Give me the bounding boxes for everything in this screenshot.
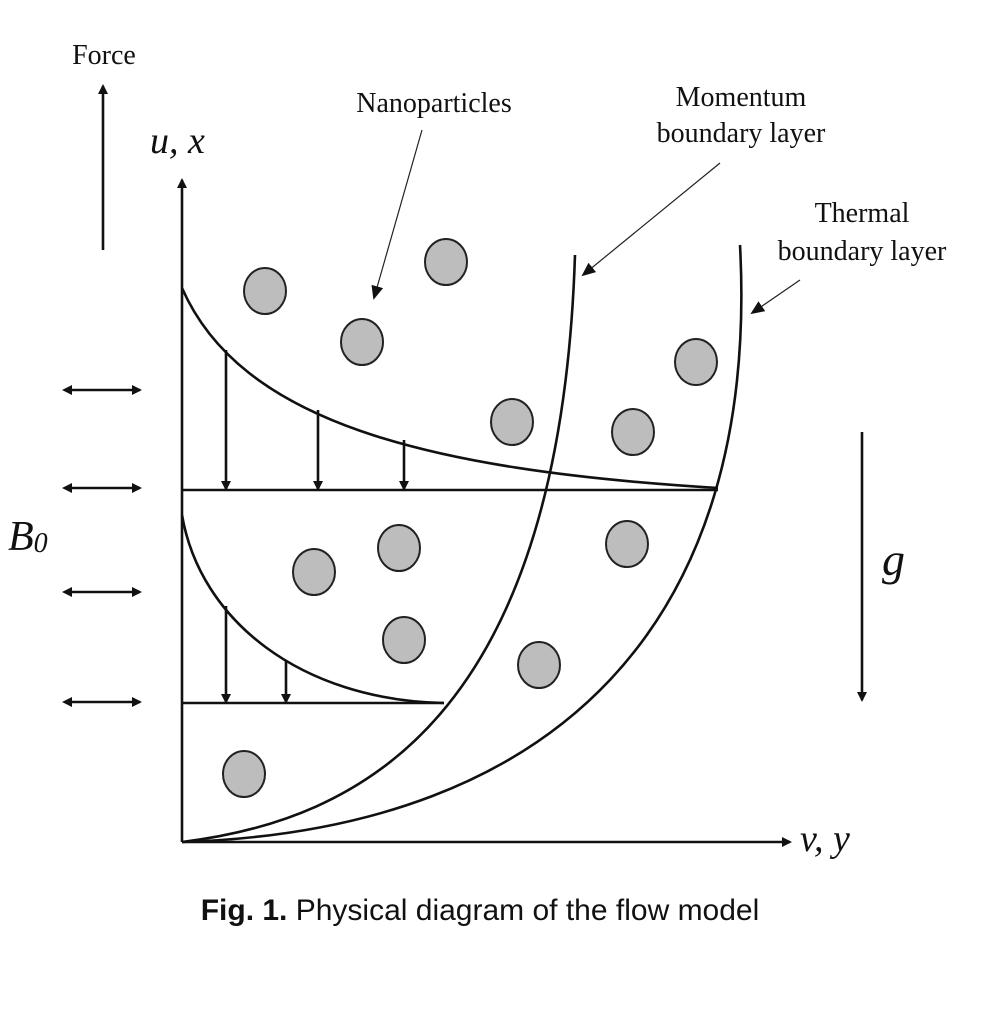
nanoparticle	[292, 548, 336, 596]
figure-caption: Fig. 1. Physical diagram of the flow mod…	[201, 894, 760, 927]
nanoparticles-label: Nanoparticles	[356, 88, 512, 119]
momentum-label-line1: Momentum	[676, 82, 807, 113]
nanoparticle	[340, 318, 384, 366]
lower-velocity-profile	[180, 514, 445, 705]
thermal-pointer	[750, 279, 801, 315]
momentum-pointer	[581, 162, 721, 277]
nanoparticle	[605, 520, 649, 568]
u-x-axis-label: u, x	[150, 120, 205, 162]
nanoparticle	[382, 616, 426, 664]
momentum-boundary-layer-curve	[181, 254, 577, 844]
thermal-label-line1: Thermal	[815, 198, 910, 229]
caption-prefix: Fig. 1.	[201, 894, 288, 927]
momentum-label-line2: boundary layer	[657, 118, 826, 149]
g-label: g	[882, 534, 905, 585]
v-y-axis-label: v, y	[800, 818, 850, 860]
thermal-label-line2: boundary layer	[778, 236, 947, 267]
magnetic-field-arrows	[62, 385, 142, 707]
thermal-boundary-layer-curve	[181, 244, 743, 844]
b0-label: B0	[8, 514, 48, 560]
nanoparticle	[377, 524, 421, 572]
nanoparticle	[517, 641, 561, 689]
caption-text: Physical diagram of the flow model	[287, 894, 759, 927]
nanoparticle	[611, 408, 655, 456]
force-label: Force	[72, 40, 136, 71]
nanoparticle	[222, 750, 266, 798]
nanoparticles-group	[222, 238, 718, 798]
nanoparticle	[490, 398, 534, 446]
nanoparticle	[674, 338, 718, 386]
nanoparticle	[243, 267, 287, 315]
upper-velocity-profile	[180, 287, 719, 492]
nanoparticles-pointer	[371, 129, 423, 300]
nanoparticle	[424, 238, 468, 286]
